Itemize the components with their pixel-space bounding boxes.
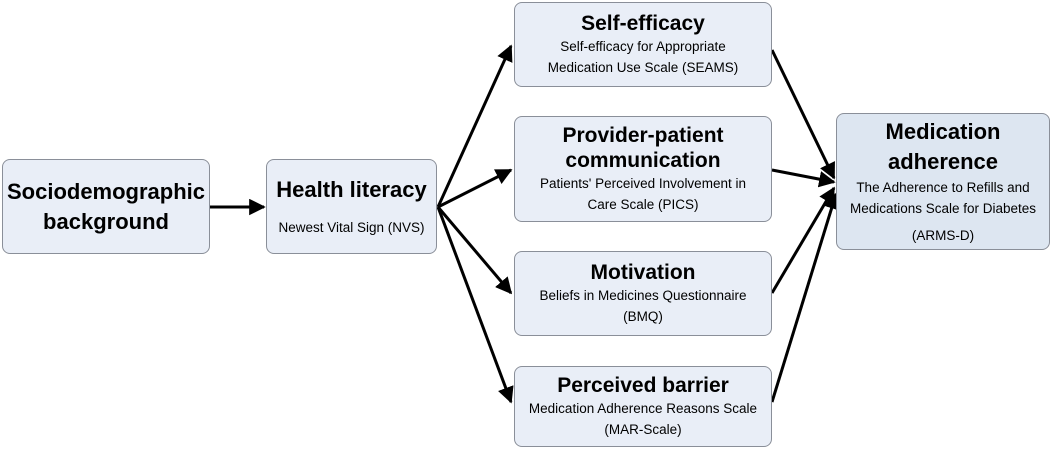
perceived-barrier-title: Perceived barrier — [557, 374, 729, 397]
perceived-barrier-scale-line2: (MAR-Scale) — [604, 422, 682, 437]
arrow-barrier-to-adherence — [770, 192, 840, 403]
perceived-barrier-scale-line1: Medication Adherence Reasons Scale — [528, 401, 758, 416]
arrow-provider-to-adherence — [771, 168, 836, 188]
self-efficacy-title: Self-efficacy — [581, 12, 705, 35]
arrow-motivation-to-adherence — [770, 186, 836, 294]
sociodemographic-box: Sociodemographic background — [2, 159, 210, 254]
arrow-selfefficacy-to-adherence — [770, 49, 836, 180]
arrow-health-to-selfefficacy — [436, 44, 513, 208]
medication-adherence-title-line1: Medication — [885, 119, 1001, 144]
motivation-box: Motivation Beliefs in Medicines Question… — [514, 251, 772, 336]
medication-adherence-scale-line3: (ARMS-D) — [911, 228, 975, 243]
health-literacy-title: Health literacy — [276, 177, 427, 202]
arrow-health-to-provider — [437, 168, 513, 209]
motivation-scale-line1: Beliefs in Medicines Questionnaire — [539, 288, 747, 303]
self-efficacy-scale-line1: Self-efficacy for Appropriate — [560, 39, 726, 54]
health-literacy-box: Health literacy Newest Vital Sign (NVS) — [266, 159, 437, 254]
motivation-scale-line2: (BMQ) — [623, 309, 663, 324]
arrow-health-to-motivation — [436, 206, 513, 295]
health-literacy-scale: Newest Vital Sign (NVS) — [278, 220, 425, 235]
provider-patient-title-line1: Provider-patient — [562, 124, 724, 147]
medication-adherence-scale-line2: Medications Scale for Diabetes — [849, 201, 1037, 216]
medication-adherence-box: Medication adherence The Adherence to Re… — [836, 113, 1050, 250]
provider-patient-scale-line2: Care Scale (PICS) — [587, 197, 699, 212]
motivation-title: Motivation — [590, 261, 696, 284]
provider-patient-box: Provider-patient communication Patients'… — [514, 116, 772, 222]
provider-patient-title-line2: communication — [565, 149, 721, 172]
self-efficacy-box: Self-efficacy Self-efficacy for Appropri… — [514, 2, 772, 87]
medication-adherence-title-line2: adherence — [887, 149, 999, 174]
medication-adherence-scale-line1: The Adherence to Refills and — [856, 180, 1030, 195]
perceived-barrier-box: Perceived barrier Medication Adherence R… — [514, 366, 772, 447]
sociodemographic-title: Sociodemographic background — [6, 178, 206, 234]
arrow-health-to-barrier — [436, 206, 514, 404]
provider-patient-scale-line1: Patients' Perceived Involvement in — [540, 176, 746, 191]
self-efficacy-scale-line2: Medication Use Scale (SEAMS) — [547, 60, 739, 75]
